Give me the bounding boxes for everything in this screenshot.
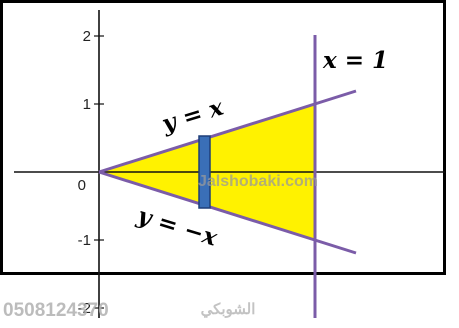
watermark-site: Jalshobaki.com <box>198 173 318 190</box>
watermark-phone: 0508124370 <box>3 300 109 321</box>
diagram-frame <box>0 0 446 275</box>
watermark-name: الشوبكي <box>201 301 256 319</box>
equation-x-equals-1: x = 1 <box>322 47 388 74</box>
y-tick-label-1: 1 <box>83 96 91 113</box>
representative-strip <box>198 135 211 209</box>
y-tick-label-2: 2 <box>83 28 91 45</box>
equation-y-equals-x: y = x <box>158 94 227 138</box>
equation-y-equals-neg-x: y = −x <box>133 202 220 252</box>
y-tick-label-neg2: -2 <box>78 300 91 317</box>
line-y-equals-neg-x <box>98 170 357 255</box>
y-tick-label-neg1: -1 <box>78 232 91 249</box>
origin-label: 0 <box>78 177 86 194</box>
line-y-equals-x <box>98 89 357 174</box>
